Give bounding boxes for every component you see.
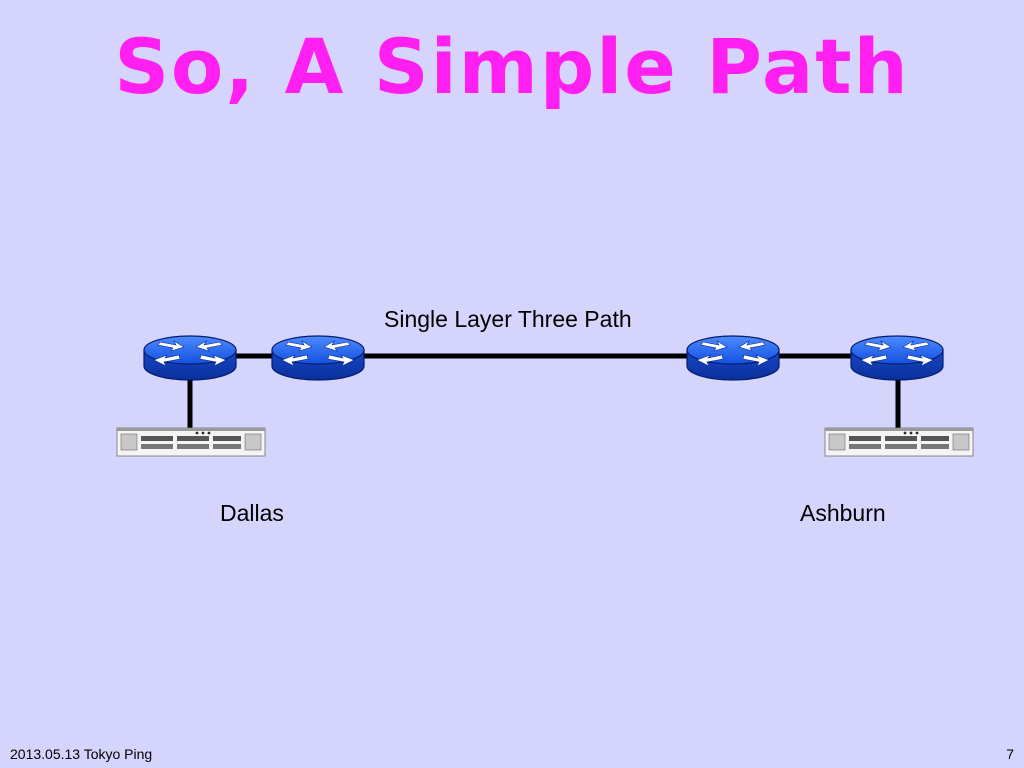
slide-title: So, A Simple Path [114, 22, 910, 111]
server-icon [116, 427, 266, 457]
footer-date: 2013.05.13 Tokyo Ping [10, 746, 153, 762]
site-label-dallas: Dallas [220, 500, 284, 526]
router-icon [686, 335, 780, 381]
path-label: Single Layer Three Path [384, 306, 632, 332]
router-icon [143, 335, 237, 381]
site-label-ashburn: Ashburn [800, 500, 886, 526]
server-icon [824, 427, 974, 457]
page-number: 7 [1006, 746, 1014, 762]
router-icon [271, 335, 365, 381]
router-icon [850, 335, 944, 381]
